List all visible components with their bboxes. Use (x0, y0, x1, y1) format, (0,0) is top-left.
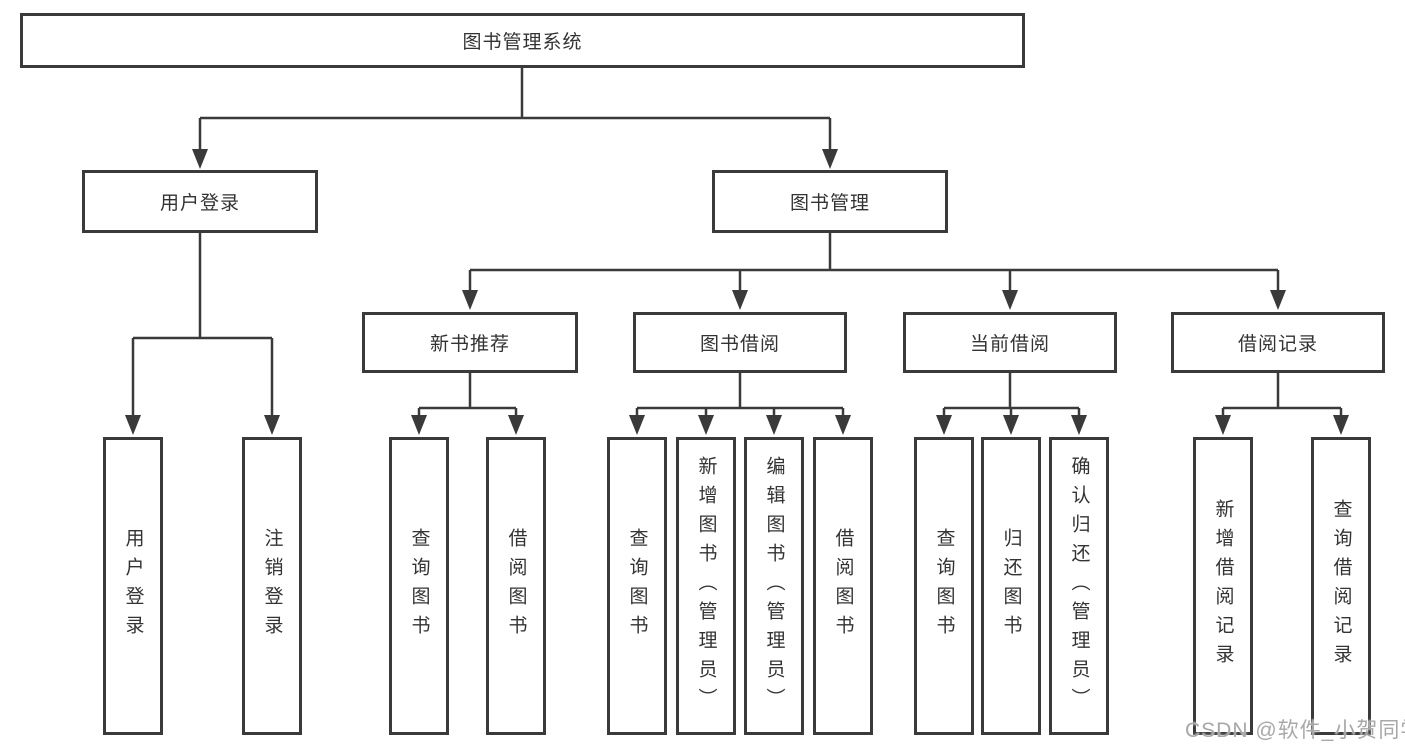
node-borrow-records-label: 借阅记录 (1237, 334, 1318, 355)
node-leaf-query-borrow-record: 查询借阅记录 (1311, 437, 1371, 735)
node-current-borrow: 当前借阅 (903, 312, 1117, 373)
node-leaf-query-borrow-record-label: 查询借阅记录 (1330, 499, 1352, 673)
node-leaf-query-books-2: 查询图书 (607, 437, 667, 735)
node-book-borrow-label: 图书借阅 (699, 334, 780, 355)
node-leaf-add-borrow-record-label: 新增借阅记录 (1212, 499, 1234, 673)
node-leaf-edit-books-admin: 编辑图书（管理员） (744, 437, 804, 735)
node-borrow-records: 借阅记录 (1171, 312, 1385, 373)
node-leaf-return-books: 归还图书 (981, 437, 1041, 735)
node-leaf-query-books-3: 查询图书 (914, 437, 974, 735)
node-book-borrow: 图书借阅 (633, 312, 847, 373)
node-leaf-query-books-3-label: 查询图书 (933, 528, 955, 644)
node-leaf-user-login: 用户登录 (103, 437, 163, 735)
node-leaf-borrow-books-1: 借阅图书 (486, 437, 546, 735)
arrowheads (125, 149, 1349, 435)
node-root: 图书管理系统 (20, 13, 1025, 68)
node-leaf-borrow-books-2: 借阅图书 (813, 437, 873, 735)
node-leaf-query-books-1: 查询图书 (389, 437, 449, 735)
node-leaf-confirm-return-admin-label: 确认归还（管理员） (1068, 455, 1090, 717)
watermark: CSDN @软件_小贺同学 (1185, 719, 1405, 742)
node-leaf-query-books-1-label: 查询图书 (408, 528, 430, 644)
node-book-management-label: 图书管理 (789, 193, 870, 214)
node-user-login: 用户登录 (82, 170, 318, 233)
node-leaf-query-books-2-label: 查询图书 (626, 528, 648, 644)
node-leaf-add-books-admin: 新增图书（管理员） (676, 437, 736, 735)
node-leaf-user-login-label: 用户登录 (122, 528, 144, 644)
node-leaf-confirm-return-admin: 确认归还（管理员） (1049, 437, 1109, 735)
node-root-label: 图书管理系统 (462, 32, 583, 53)
node-new-book-recommend-label: 新书推荐 (429, 334, 510, 355)
node-leaf-logout: 注销登录 (242, 437, 302, 735)
node-leaf-return-books-label: 归还图书 (1000, 528, 1022, 644)
node-user-login-label: 用户登录 (159, 193, 240, 214)
node-leaf-borrow-books-1-label: 借阅图书 (505, 528, 527, 644)
node-leaf-borrow-books-2-label: 借阅图书 (832, 528, 854, 644)
node-leaf-logout-label: 注销登录 (261, 528, 283, 644)
node-new-book-recommend: 新书推荐 (362, 312, 578, 373)
node-leaf-add-borrow-record: 新增借阅记录 (1193, 437, 1253, 735)
node-leaf-edit-books-admin-label: 编辑图书（管理员） (763, 455, 785, 717)
node-book-management: 图书管理 (712, 170, 948, 233)
node-leaf-add-books-admin-label: 新增图书（管理员） (695, 455, 717, 717)
node-current-borrow-label: 当前借阅 (969, 334, 1050, 355)
